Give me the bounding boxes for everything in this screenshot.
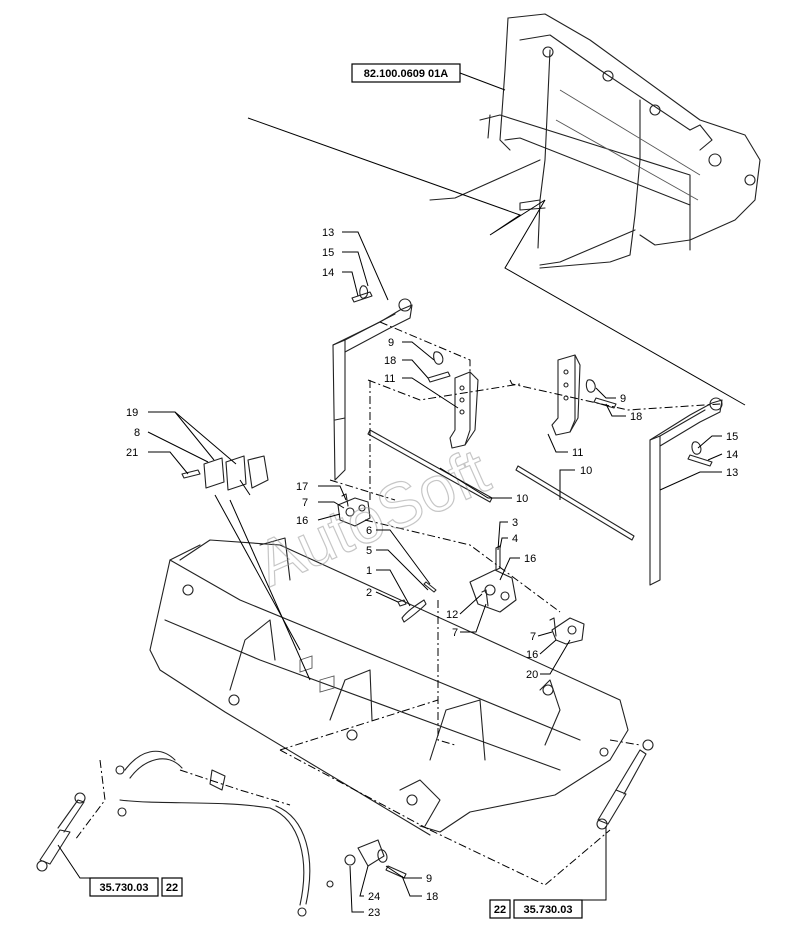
ref-box-top[interactable]: 82.100.0609 01A <box>351 63 461 83</box>
callout-4: 4 <box>512 533 518 545</box>
callout-7: 7 <box>530 631 536 643</box>
callout-2: 2 <box>366 587 372 599</box>
ref-bottom-left-code: 35.730.03 <box>100 882 149 894</box>
callout-10: 10 <box>516 493 528 505</box>
leader-lines <box>57 231 723 913</box>
callout-16: 16 <box>524 553 536 565</box>
callout-21: 21 <box>126 447 138 459</box>
hook-right <box>549 617 585 645</box>
callout-14: 14 <box>726 449 738 461</box>
callout-15: 15 <box>322 247 334 259</box>
callout-18: 18 <box>630 411 642 423</box>
bracket-right <box>551 354 617 436</box>
hoses <box>115 750 334 917</box>
wear-pads <box>181 455 269 491</box>
callout-14: 14 <box>322 267 334 279</box>
watermark: AutoSoft <box>246 434 500 600</box>
callout-12: 12 <box>446 609 458 621</box>
callout-19: 19 <box>126 407 138 419</box>
callout-1: 1 <box>366 565 372 577</box>
hook-center <box>469 545 517 613</box>
fork-arm-left <box>332 298 413 481</box>
callout-6: 6 <box>366 525 372 537</box>
callout-9: 9 <box>426 873 432 885</box>
callout-15: 15 <box>726 431 738 443</box>
callout-17: 17 <box>296 481 308 493</box>
callout-23: 23 <box>368 907 380 919</box>
ref-bottom-left-page: 22 <box>166 882 178 894</box>
callout-8: 8 <box>134 427 140 439</box>
ref-box-bottom-right[interactable]: 22 35.730.03 <box>489 899 583 919</box>
assembly-lines <box>74 321 721 886</box>
ref-top-text: 82.100.0609 01A <box>364 68 448 80</box>
callout-11: 11 <box>384 373 395 385</box>
callout-20: 20 <box>526 669 538 681</box>
pallet-fork-inset <box>429 13 761 269</box>
callout-16: 16 <box>526 649 538 661</box>
callout-24: 24 <box>368 891 380 903</box>
callout-13: 13 <box>322 227 334 239</box>
callout-9: 9 <box>620 393 626 405</box>
separator-line <box>247 117 746 406</box>
callout-18: 18 <box>426 891 438 903</box>
bottom-latch <box>344 839 407 879</box>
ref-bottom-right-page: 22 <box>494 904 506 916</box>
callout-9: 9 <box>388 337 394 349</box>
callout-7: 7 <box>302 497 308 509</box>
callout-16: 16 <box>296 515 308 527</box>
hook-left <box>337 493 371 527</box>
bucket <box>149 537 629 836</box>
ref-bottom-right-code: 35.730.03 <box>524 904 573 916</box>
callout-11: 11 <box>572 447 583 459</box>
ref-box-bottom-left[interactable]: 35.730.03 22 <box>89 877 183 897</box>
bracket-left <box>427 351 479 449</box>
cylinder-left <box>36 792 86 872</box>
pin-spring-right <box>687 441 713 467</box>
fork-arm-right <box>649 397 723 586</box>
callout-13: 13 <box>726 467 738 479</box>
callout-10: 10 <box>580 465 592 477</box>
callout-18: 18 <box>384 355 396 367</box>
callout-7: 7 <box>452 627 458 639</box>
pin-spring-left <box>351 285 373 303</box>
callout-3: 3 <box>512 517 518 529</box>
cylinder-right <box>596 739 654 830</box>
callout-5: 5 <box>366 545 372 557</box>
callouts: 13 15 14 9 18 11 19 8 21 17 7 16 10 10 1… <box>126 227 738 919</box>
small-parts-center <box>397 581 437 623</box>
